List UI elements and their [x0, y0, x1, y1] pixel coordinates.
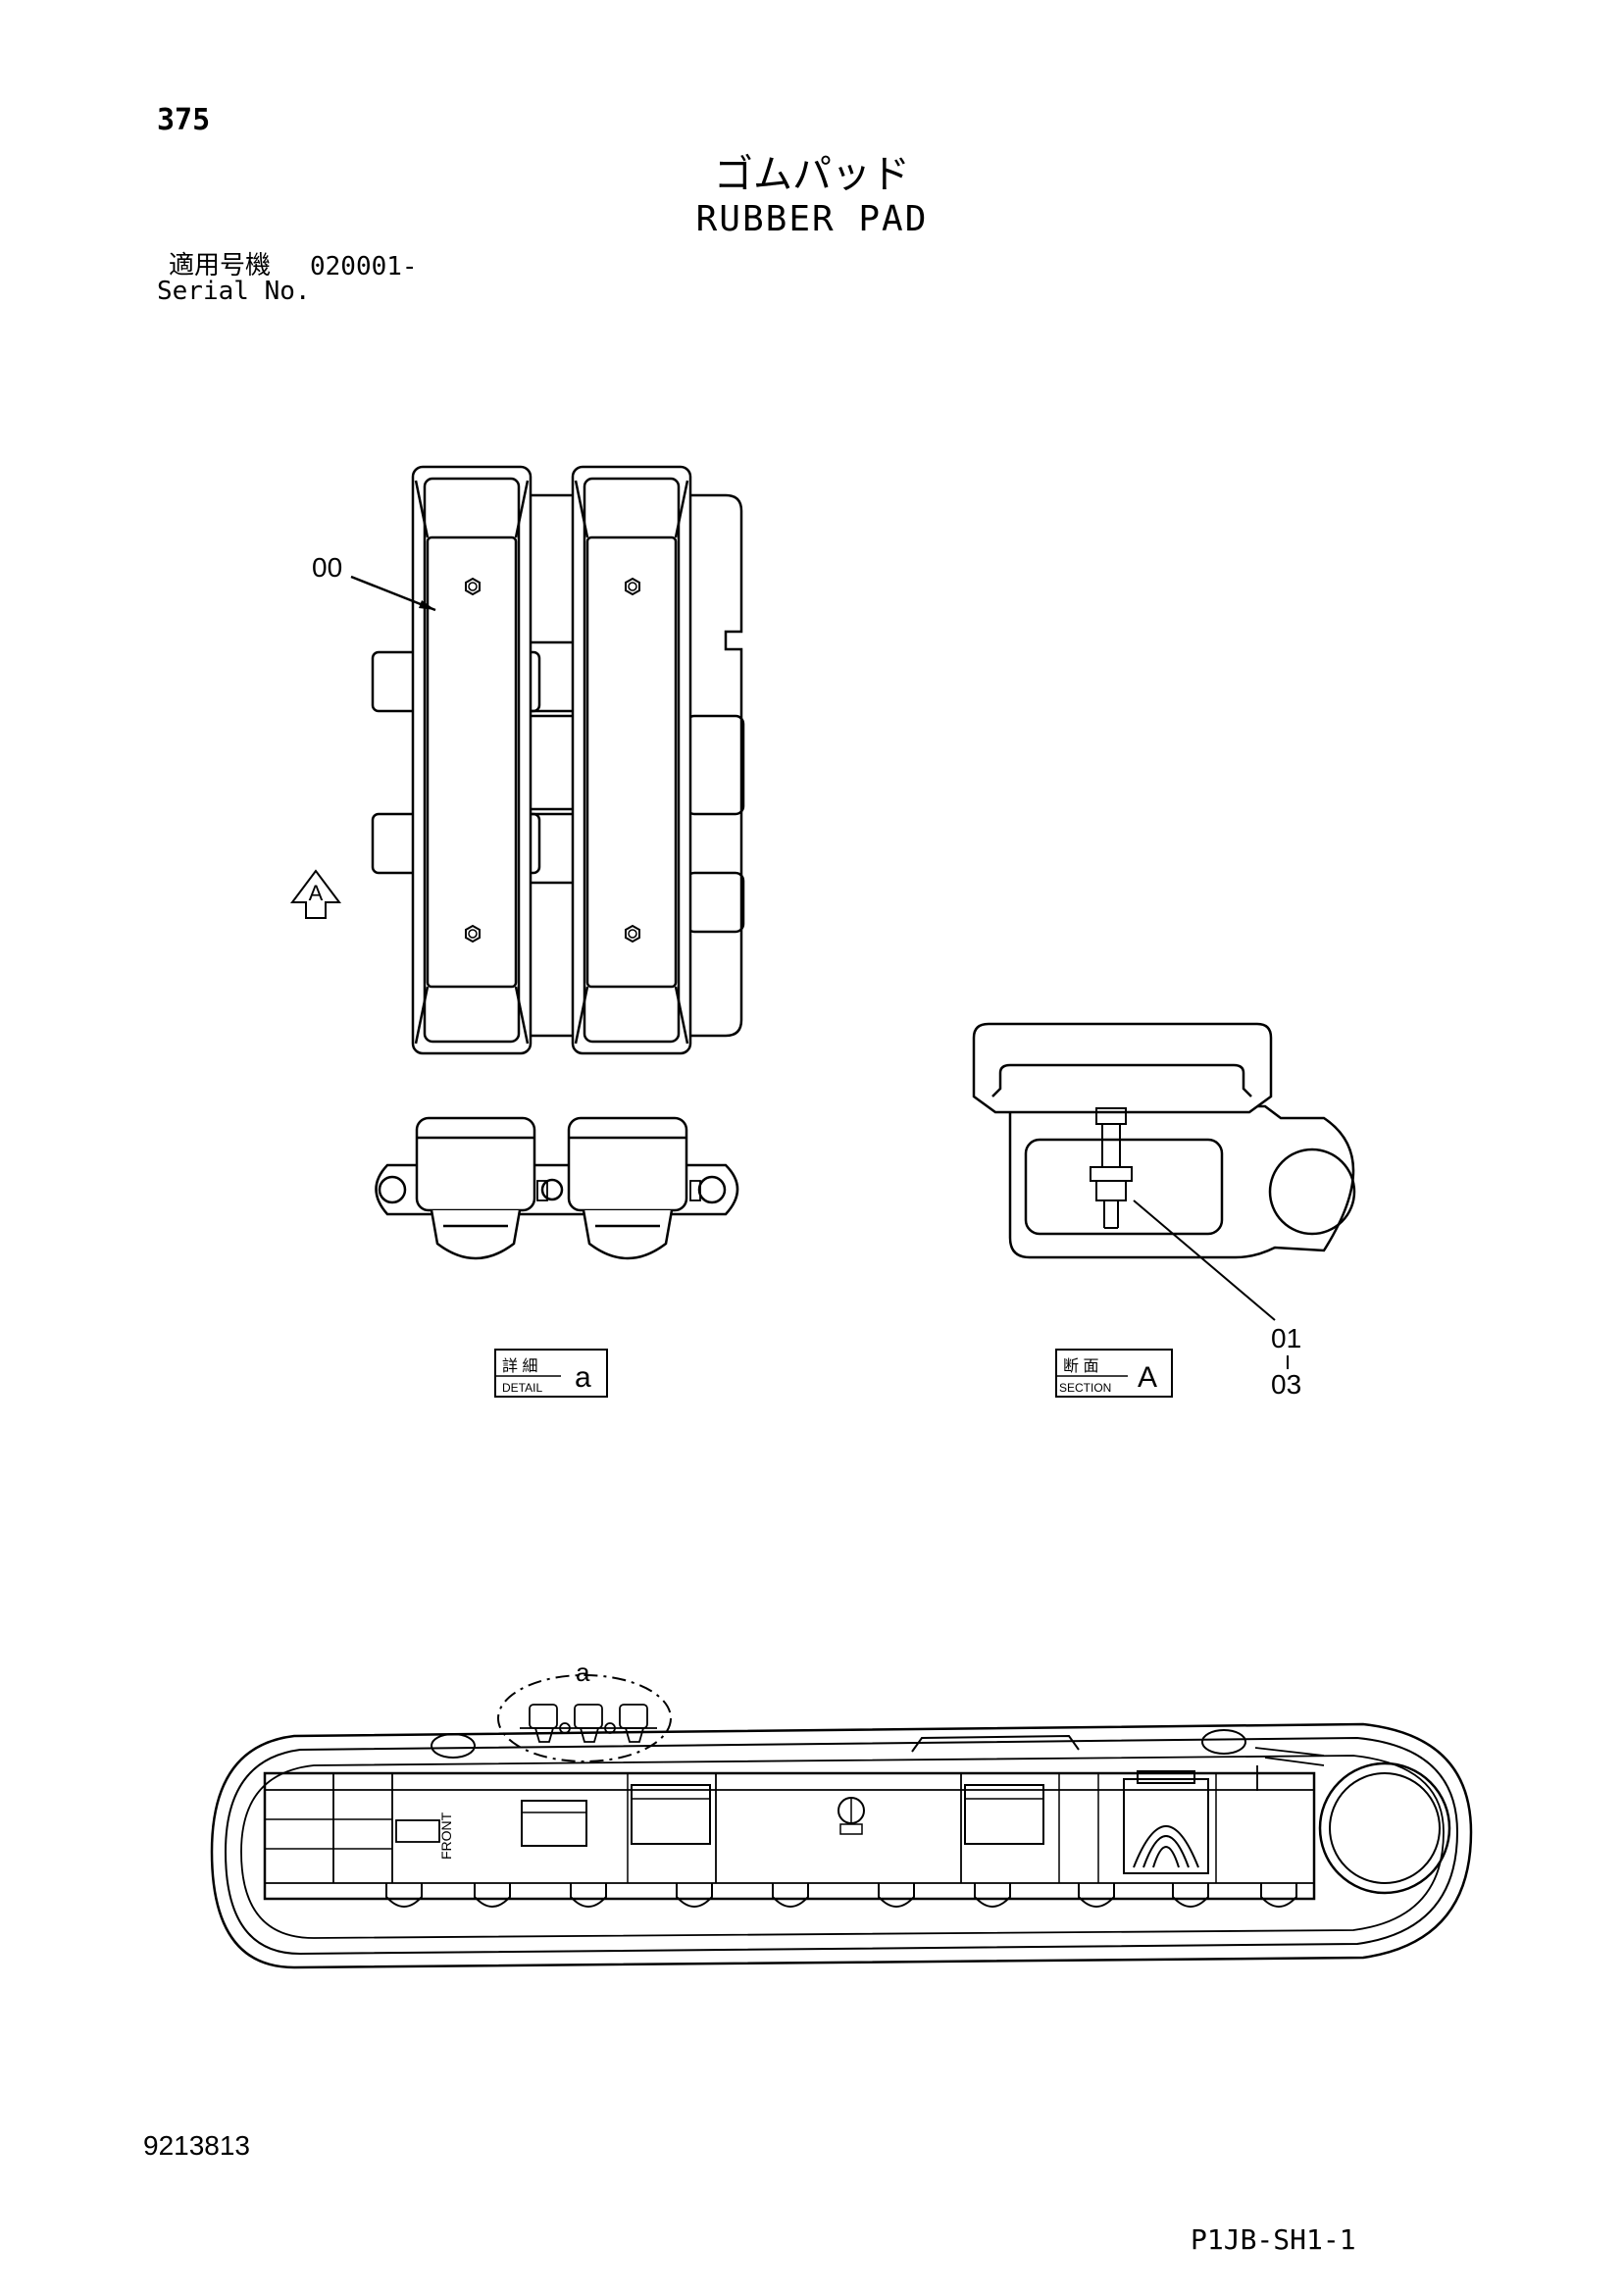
track-frame-side-view: FRONT a: [210, 1658, 1473, 1969]
rubber-pad-top-view: 00 A: [290, 465, 745, 1055]
serial-value: 020001-: [310, 252, 418, 281]
svg-text:詳 細: 詳 細: [502, 1357, 537, 1375]
svg-text:A: A: [309, 881, 324, 905]
svg-text:断 面: 断 面: [1063, 1357, 1098, 1375]
rubber-pad-right: [571, 465, 692, 1055]
detail-a-side-view: [375, 1116, 739, 1260]
svg-text:SECTION: SECTION: [1059, 1381, 1111, 1395]
view-arrow-a: A: [290, 869, 341, 919]
frame-front-text: FRONT: [438, 1811, 454, 1860]
svg-text:a: a: [575, 1361, 591, 1394]
svg-text:a: a: [576, 1658, 590, 1687]
title-japanese: ゴムパッド: [714, 152, 910, 197]
document-number: 9213813: [143, 2130, 251, 2161]
detail-a-marker: a: [497, 1658, 672, 1762]
section-tag: 断 面 SECTION A: [1055, 1349, 1173, 1398]
svg-text:A: A: [1138, 1361, 1157, 1394]
svg-text:DETAIL: DETAIL: [502, 1381, 542, 1395]
callout-pad: 00: [312, 552, 342, 583]
serial-label-english: Serial No.: [157, 277, 311, 306]
detail-tag: 詳 細 DETAIL a: [494, 1349, 608, 1398]
rubber-pad-left: [411, 465, 533, 1055]
page-number: 375: [157, 103, 211, 137]
serial-label-japanese: 適用号機: [169, 251, 272, 281]
callout-nut: 03: [1271, 1369, 1301, 1400]
sheet-code: P1JB-SH1-1: [1191, 2223, 1356, 2256]
title-english: RUBBER PAD: [695, 199, 929, 239]
section-a-view: 01 03: [972, 1022, 1356, 1400]
callout-bolt: 01: [1271, 1323, 1301, 1353]
